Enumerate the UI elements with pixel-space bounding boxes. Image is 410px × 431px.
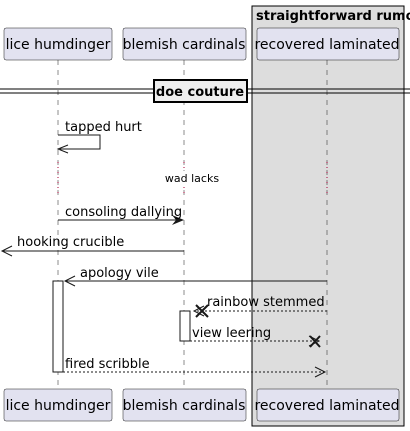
activation-bar-lice-humdinger (52, 280, 64, 373)
message-view-leering: view leering (190, 326, 321, 348)
message-hooking-crucible: hooking crucible (0, 235, 184, 257)
divider-box (153, 79, 248, 103)
participant-label: blemish cardinals (123, 398, 246, 414)
message-rainbow-stemmed: rainbow stemmed (192, 295, 327, 318)
message-tapped-hurt: tapped hurt (56, 120, 142, 154)
participant-label: recovered laminated (254, 37, 399, 53)
group-title: straightforward rumors (256, 9, 410, 24)
participant-bottom-recovered-laminated: recovered laminated (254, 388, 400, 422)
message-label: tapped hurt (65, 120, 142, 135)
divider-label: doe couture (156, 85, 244, 100)
group-box (251, 5, 405, 427)
delay-label-bg (166, 171, 218, 185)
message-label: consoling dallying (65, 205, 182, 220)
message-consoling-dallying: consoling dallying (58, 205, 184, 225)
message-apology-vile: apology vile (63, 266, 327, 287)
participant-bottom-blemish-cardinals: blemish cardinals (123, 388, 247, 422)
message-label: apology vile (80, 266, 159, 281)
message-label: rainbow stemmed (207, 295, 325, 310)
participant-label: recovered laminated (254, 398, 399, 414)
participant-top-blemish-cardinals: blemish cardinals (123, 27, 247, 61)
message-label: fired scribble (65, 357, 150, 372)
activation-bar-blemish-cardinals (179, 310, 191, 342)
message-label: view leering (192, 326, 271, 341)
participant-label: blemish cardinals (123, 37, 246, 53)
participant-bottom-lice-humdinger: lice humdinger (3, 388, 113, 422)
delay-label: wad lacks (165, 172, 219, 185)
participant-label: lice humdinger (6, 37, 111, 53)
divider: doe couture (0, 79, 410, 103)
participant-top-lice-humdinger: lice humdinger (3, 27, 113, 61)
participant-top-recovered-laminated: recovered laminated (254, 27, 400, 61)
participant-label: lice humdinger (6, 398, 111, 414)
message-fired-scribble: fired scribble (63, 357, 327, 378)
message-label: hooking crucible (17, 235, 124, 250)
